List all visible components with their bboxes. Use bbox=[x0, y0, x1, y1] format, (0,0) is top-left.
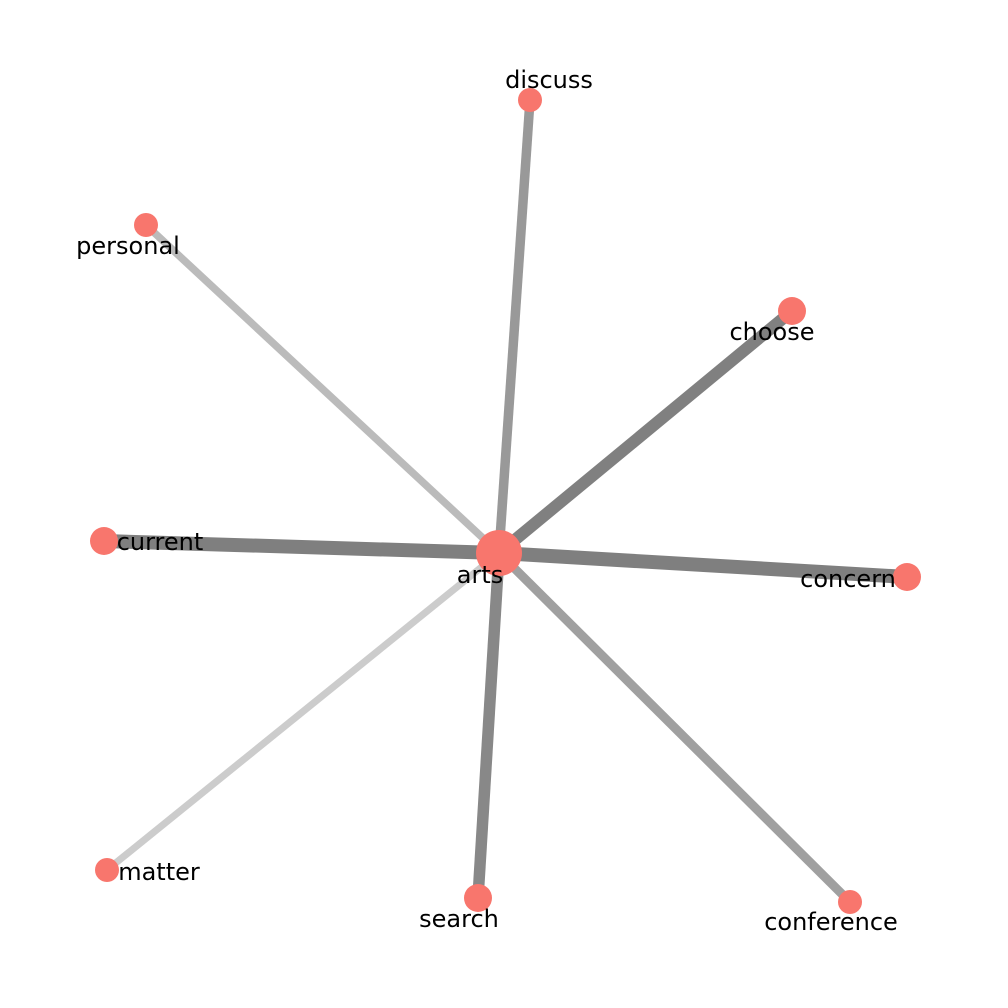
node-label-personal: personal bbox=[76, 232, 180, 260]
node-label-matter: matter bbox=[118, 858, 200, 886]
edge-arts-current bbox=[103, 534, 500, 560]
node-conference bbox=[838, 890, 862, 914]
node-search bbox=[464, 884, 492, 912]
node-arts bbox=[476, 530, 522, 576]
node-label-choose: choose bbox=[729, 318, 814, 346]
node-personal bbox=[134, 213, 158, 237]
node-choose bbox=[778, 297, 806, 325]
edge-arts-choose bbox=[495, 306, 796, 558]
node-label-arts: arts bbox=[457, 561, 504, 589]
edge-arts-conference bbox=[495, 549, 854, 906]
node-label-current: current bbox=[117, 528, 204, 556]
node-label-conference: conference bbox=[764, 908, 898, 936]
edge-arts-concern bbox=[498, 546, 908, 584]
edge-arts-search bbox=[472, 552, 505, 899]
edge-arts-discuss bbox=[494, 99, 535, 554]
node-label-search: search bbox=[419, 905, 499, 933]
node-label-concern: concern bbox=[800, 565, 896, 593]
edge-arts-matter bbox=[104, 550, 502, 873]
nodes-layer bbox=[90, 88, 921, 914]
node-current bbox=[90, 527, 118, 555]
edge-arts-personal bbox=[143, 222, 502, 556]
edges-layer bbox=[103, 99, 908, 906]
node-label-discuss: discuss bbox=[505, 66, 593, 94]
node-discuss bbox=[518, 88, 542, 112]
node-matter bbox=[95, 858, 119, 882]
labels-layer: arts discuss personal choose current concern m… bbox=[76, 66, 898, 936]
node-concern bbox=[893, 563, 921, 591]
